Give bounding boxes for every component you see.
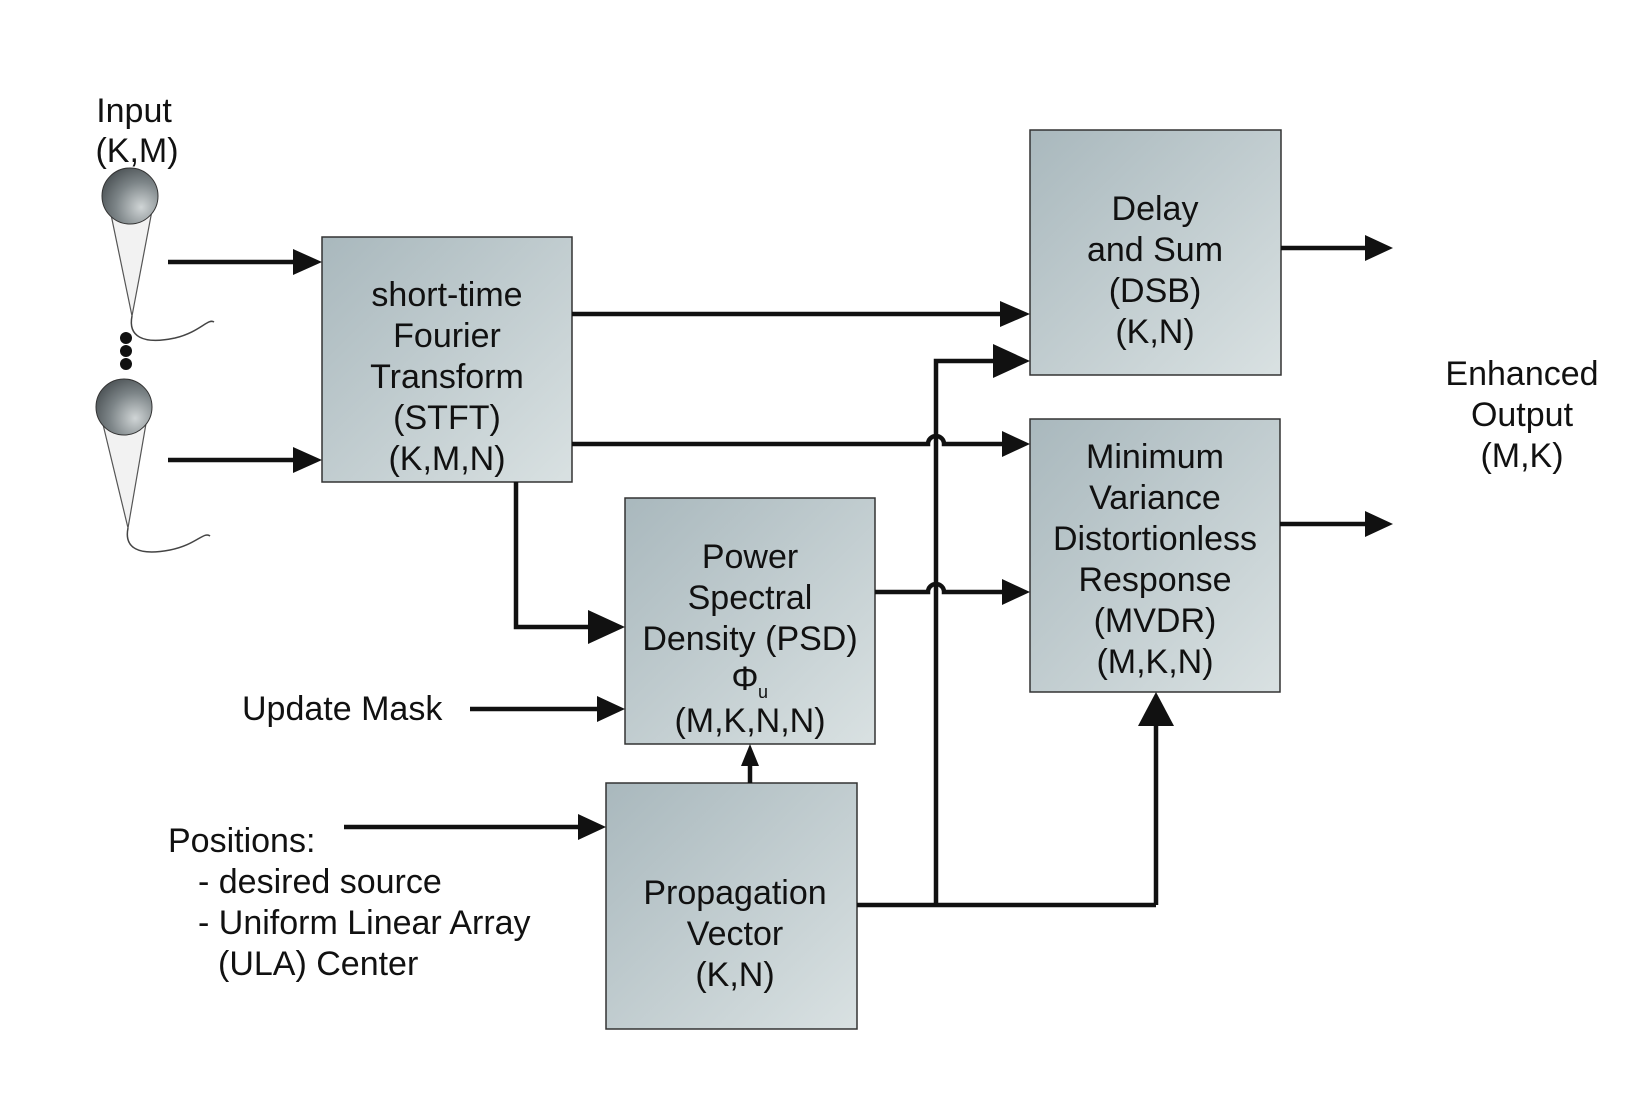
dsb-line-1: Delay [1112, 190, 1199, 228]
mvdr-block: Minimum Variance Distortionless Response… [1029, 418, 1281, 693]
arrow-dsb-output [1281, 235, 1393, 261]
output-line-3: (M,K) [1480, 437, 1563, 475]
psd-line-3: Density (PSD) [642, 620, 857, 658]
positions-line-1: Positions: [168, 822, 315, 860]
arrow-stft-to-mvdr [572, 431, 1030, 457]
psd-line-2: Spectral [688, 579, 813, 617]
microphone-icon [95, 378, 211, 553]
microphone-icon [101, 167, 215, 342]
input-label: Input (K,M) [95, 92, 178, 170]
positions-line-4: (ULA) Center [218, 945, 418, 983]
arrow-propagation-to-dsb-and-mvdr [857, 344, 1174, 908]
arrow-mvdr-output [1280, 511, 1393, 537]
dsb-line-2: and Sum [1087, 231, 1223, 269]
update-mask-label: Update Mask [242, 690, 443, 728]
dsb-block: Delay and Sum (DSB) (K,N) [1029, 129, 1282, 376]
positions-line-3: - Uniform Linear Array [198, 904, 531, 942]
mvdr-line-4: Response [1078, 561, 1231, 599]
propagation-line-2: Vector [687, 915, 783, 953]
mvdr-line-2: Variance [1089, 479, 1221, 517]
input-label-line2: (K,M) [95, 132, 178, 170]
output-line-2: Output [1471, 396, 1574, 434]
mvdr-line-1: Minimum [1086, 438, 1224, 476]
enhanced-output-label: Enhanced Output (M,K) [1445, 355, 1598, 475]
positions-line-2: - desired source [198, 863, 442, 901]
arrow-stft-to-dsb [572, 301, 1030, 327]
propagation-line-1: Propagation [643, 874, 826, 912]
stft-line-3: Transform [370, 358, 524, 396]
dsb-line-4: (K,N) [1115, 313, 1194, 351]
arrow-positions-to-propagation [344, 814, 606, 840]
propagation-vector-block: Propagation Vector (K,N) [605, 782, 858, 1030]
psd-phi-symbol: Φ [731, 660, 758, 698]
ellipsis-dots-icon [120, 332, 132, 370]
psd-block: Power Spectral Density (PSD) Φ u (M,K,N,… [624, 497, 876, 745]
psd-phi-subscript: u [758, 682, 768, 702]
dsb-line-3: (DSB) [1109, 272, 1202, 310]
psd-line-1: Power [702, 538, 798, 576]
output-line-1: Enhanced [1445, 355, 1598, 393]
mvdr-line-3: Distortionless [1053, 520, 1257, 558]
mvdr-line-6: (M,K,N) [1096, 643, 1213, 681]
mvdr-line-5: (MVDR) [1094, 602, 1217, 640]
arrow-update-mask-to-psd [470, 696, 625, 722]
psd-line-5: (M,K,N,N) [674, 702, 825, 740]
stft-line-4: (STFT) [393, 399, 501, 437]
propagation-line-3: (K,N) [695, 956, 774, 994]
arrow-stft-to-psd [513, 482, 625, 644]
stft-line-1: short-time [371, 276, 522, 314]
arrow-mic2-to-stft [168, 447, 322, 473]
arrow-propagation-to-psd [741, 744, 759, 783]
input-label-line1: Input [96, 92, 172, 130]
arrow-mic1-to-stft [168, 249, 322, 275]
stft-line-2: Fourier [393, 317, 501, 355]
stft-line-5: (K,M,N) [388, 440, 505, 478]
positions-label: Positions: - desired source - Uniform Li… [168, 822, 531, 983]
arrow-psd-to-mvdr [875, 579, 1030, 605]
stft-block: short-time Fourier Transform (STFT) (K,M… [321, 236, 573, 483]
